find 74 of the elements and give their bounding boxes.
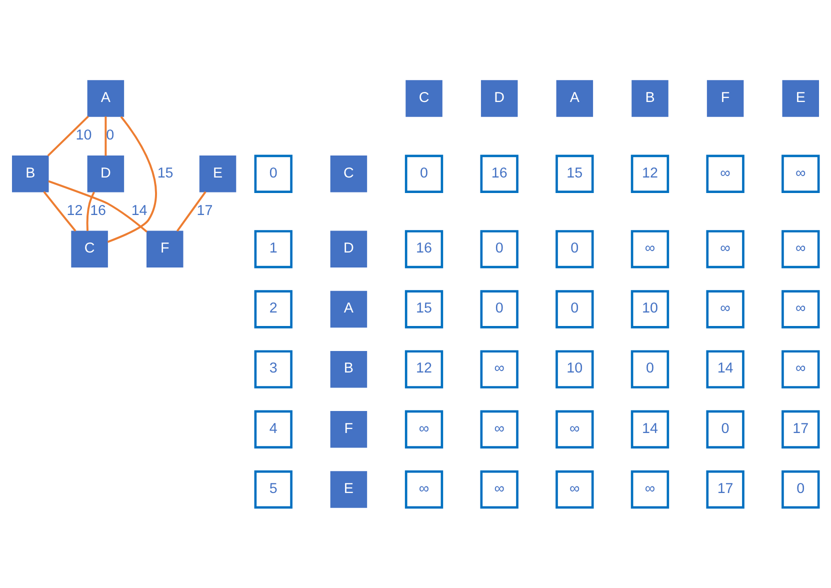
node-box: E bbox=[199, 155, 236, 192]
node-box: 12 bbox=[630, 154, 670, 193]
node-box: ∞ bbox=[782, 290, 820, 328]
node-box: ∞ bbox=[706, 154, 744, 193]
node-box: ∞ bbox=[480, 470, 518, 509]
node-box: ∞ bbox=[480, 350, 518, 388]
node-box: 0 bbox=[706, 410, 744, 448]
node-box: 15 bbox=[404, 290, 444, 328]
node-box: ∞ bbox=[480, 410, 518, 448]
node-box: 0 bbox=[556, 230, 594, 268]
node-box: 3 bbox=[254, 350, 292, 388]
node-box: ∞ bbox=[556, 410, 594, 448]
node-box: 0 bbox=[782, 470, 820, 509]
node-box: 0 bbox=[630, 350, 670, 388]
node-box: D bbox=[480, 80, 518, 117]
node-box: 16 bbox=[404, 230, 444, 268]
edge-label: 16 bbox=[90, 202, 106, 219]
node-box: A bbox=[330, 290, 368, 328]
node-box: 0 bbox=[556, 290, 594, 328]
node-box: 10 bbox=[630, 290, 670, 328]
edge-label: 10 bbox=[76, 128, 92, 144]
node-box: A bbox=[87, 80, 124, 117]
connector bbox=[104, 116, 107, 156]
node-box: F bbox=[330, 411, 368, 448]
connector bbox=[48, 180, 148, 233]
node-box: ∞ bbox=[404, 410, 444, 448]
node-box: 17 bbox=[782, 410, 820, 448]
node-box: ∞ bbox=[556, 470, 594, 509]
node-box: 17 bbox=[706, 470, 744, 509]
node-box: 0 bbox=[404, 154, 444, 193]
node-box: B bbox=[632, 80, 668, 117]
node-box: ∞ bbox=[706, 230, 744, 268]
node-box: ∞ bbox=[404, 470, 444, 509]
node-box: B bbox=[330, 350, 368, 388]
edge-label: 14 bbox=[131, 202, 148, 219]
node-box: E bbox=[782, 80, 820, 117]
node-box: 5 bbox=[254, 470, 292, 509]
node-box: ∞ bbox=[782, 350, 820, 388]
node-box: ∞ bbox=[630, 230, 670, 268]
edge-label: 0 bbox=[106, 128, 114, 144]
node-box: D bbox=[330, 230, 368, 268]
node-box: 2 bbox=[254, 290, 292, 328]
node-box: C bbox=[406, 80, 442, 117]
node-box: A bbox=[556, 80, 594, 117]
node-box: C bbox=[330, 155, 368, 192]
node-box: F bbox=[146, 230, 184, 268]
node-box: E bbox=[330, 471, 368, 508]
connector bbox=[43, 191, 76, 232]
node-box: ∞ bbox=[630, 470, 670, 509]
node-box: B bbox=[12, 155, 49, 192]
node-box: 0 bbox=[480, 230, 518, 268]
connector bbox=[107, 116, 157, 243]
node-box: F bbox=[706, 80, 744, 117]
node-box: 10 bbox=[556, 350, 594, 388]
connector bbox=[86, 192, 95, 232]
node-box: 0 bbox=[254, 154, 292, 193]
node-box: 4 bbox=[254, 410, 292, 448]
node-box: 12 bbox=[404, 350, 444, 388]
node-box: 16 bbox=[480, 154, 518, 193]
node-box: 14 bbox=[630, 410, 670, 448]
node-box: 0 bbox=[480, 290, 518, 328]
edge-label: 17 bbox=[196, 202, 213, 219]
node-box: 1 bbox=[254, 230, 292, 268]
node-box: C bbox=[71, 230, 108, 268]
node-box: ∞ bbox=[782, 230, 820, 268]
node-box: 15 bbox=[556, 154, 594, 193]
node-box: ∞ bbox=[782, 154, 820, 193]
edge-label: 12 bbox=[66, 202, 83, 219]
connector bbox=[176, 191, 206, 232]
edge-label: 15 bbox=[157, 165, 174, 182]
node-box: ∞ bbox=[706, 290, 744, 328]
node-box: D bbox=[87, 155, 124, 192]
connector bbox=[47, 116, 89, 156]
node-box: 14 bbox=[706, 350, 744, 388]
